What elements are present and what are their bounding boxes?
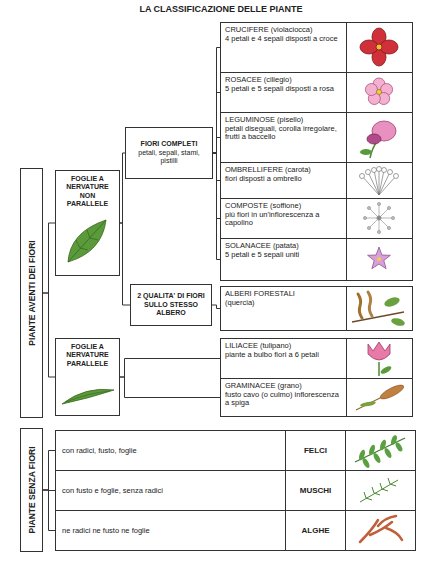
leguminose-flower: [360, 121, 396, 158]
bracket-connector: [213, 93, 220, 154]
node-heading: con fusto e foglie, senza radici: [56, 471, 285, 510]
family-box: ROSACEE (ciliegio)5 petali e 5 sepali di…: [220, 72, 347, 113]
alga: [360, 516, 402, 542]
category-box: 2 QUALITA' DI FIORI SULLO STESSO ALBERO: [130, 284, 212, 326]
crucifere-flower: [360, 28, 398, 66]
node-heading: LILIACEE (tulipano): [225, 342, 342, 351]
node-text: 5 petali e 5 sepali uniti: [225, 251, 342, 260]
node-heading: PIANTE SENZA FIORI: [27, 446, 37, 533]
node-text: più fiori in un'inflorescenza a capolino: [225, 211, 342, 228]
bracket-connector: [43, 293, 55, 377]
table-row: con fusto e foglie, senza radiciMUSCHI: [55, 470, 416, 511]
node-heading: ROSACEE (ciliegio): [225, 76, 342, 85]
node-heading: ALBERI FORESTALI: [225, 290, 342, 299]
family-box: COMPOSTE (soffione)più fiori in un'inflo…: [220, 198, 347, 239]
node-text: 4 petali e 4 sepali disposti a croce: [225, 35, 342, 44]
node-text: FELCI: [285, 431, 346, 470]
bracket-connector: [213, 48, 220, 154]
rosacee-flower: [365, 78, 392, 105]
node-text: petali diseguali, corolla irregolare, fr…: [225, 125, 342, 142]
composte-seedhead: [363, 202, 394, 233]
group-band: PIANTE AVENTI DEI FIORI: [20, 168, 43, 418]
leaf-box: FOGLIE A NERVATURE NON PARALLELE: [55, 170, 120, 276]
family-box: CRUCIFERE (violaciocca)4 petali e 4 sepa…: [220, 22, 347, 73]
bracket-connector: [213, 138, 220, 154]
node-heading: ne radici ne fusto ne foglie: [56, 511, 285, 550]
leaf-box: FOGLIE A NERVATURE PARALLELE: [55, 338, 120, 416]
bracket-connector: [120, 223, 130, 305]
node-heading: con radici, fusto, foglie: [56, 431, 285, 470]
node-heading: OMBRELLIFERE (carota): [225, 166, 342, 175]
group-band: PIANTE SENZA FIORI: [20, 428, 43, 552]
node-heading: COMPOSTE (soffione): [225, 202, 342, 211]
node-heading: GRAMINACEE (grano): [225, 382, 342, 391]
node-text: fusto cavo (o culmo) inflorescenza a spi…: [225, 391, 342, 408]
image-cell: [347, 23, 413, 417]
bracket-connector: [120, 359, 220, 378]
bracket-connector: [43, 223, 55, 293]
bracket-connector: [43, 490, 55, 531]
node-text: piante a bulbo fiori a 6 petali: [225, 351, 342, 360]
bracket-connector: [213, 153, 220, 260]
node-heading: FOGLIE A NERVATURE PARALLELE: [59, 343, 116, 368]
node-text: MUSCHI: [285, 471, 346, 510]
family-box: OMBRELLIFERE (carota)fiori disposti a om…: [220, 162, 347, 199]
node-text: ALGHE: [285, 511, 346, 550]
family-box: SOLANACEE (patata)5 petali e 5 sepali un…: [220, 238, 347, 281]
bracket-connector: [120, 377, 220, 398]
family-box: LILIACEE (tulipano)piante a bulbo fiori …: [220, 338, 347, 379]
node-text: 5 petali e 5 sepali disposti a rosa: [225, 85, 342, 94]
node-text: fiori disposti a ombrello: [225, 175, 342, 184]
family-box: GRAMINACEE (grano)fusto cavo (o culmo) i…: [220, 378, 347, 417]
node-heading: FOGLIE A NERVATURE NON PARALLELE: [59, 175, 116, 209]
node-heading: FIORI COMPLETI: [141, 140, 198, 148]
node-text: petali, sepali, stami, pistilli: [129, 149, 209, 166]
felce-frond: [355, 434, 405, 469]
leaf-parallel-veins: [62, 389, 114, 404]
tulipano-flower: [368, 342, 392, 376]
family-box: ALBERI FORESTALI(quercia): [220, 286, 347, 331]
bracket-connector: [43, 451, 55, 491]
table-row: con radici, fusto, foglieFELCI: [55, 430, 416, 471]
node-heading: PIANTE AVENTI DEI FIORI: [27, 240, 37, 345]
family-box: LEGUMINOSE (pisello)petali diseguali, co…: [220, 112, 347, 163]
solanacee-flower: [368, 247, 391, 269]
quercia-catkins: [352, 292, 406, 327]
node-heading: SOLANACEE (patata): [225, 242, 342, 251]
node-heading: LEGUMINOSE (pisello): [225, 116, 342, 125]
node-heading: CRUCIFERE (violaciocca): [225, 26, 342, 35]
category-box: FIORI COMPLETIpetali, sepali, stami, pis…: [125, 127, 213, 179]
muschio: [360, 478, 398, 502]
bracket-connector: [212, 305, 220, 309]
leaf-net-veins: [68, 220, 106, 262]
grano-spike: [356, 383, 405, 410]
table-row: ne radici ne fusto ne foglieALGHE: [55, 510, 416, 551]
node-text: (quercia): [225, 299, 342, 308]
diagram-title: LA CLASSIFICAZIONE DELLE PIANTE: [0, 4, 442, 14]
ombrellifere-flower: [360, 167, 399, 196]
node-heading: 2 QUALITA' DI FIORI SULLO STESSO ALBERO: [134, 292, 208, 317]
